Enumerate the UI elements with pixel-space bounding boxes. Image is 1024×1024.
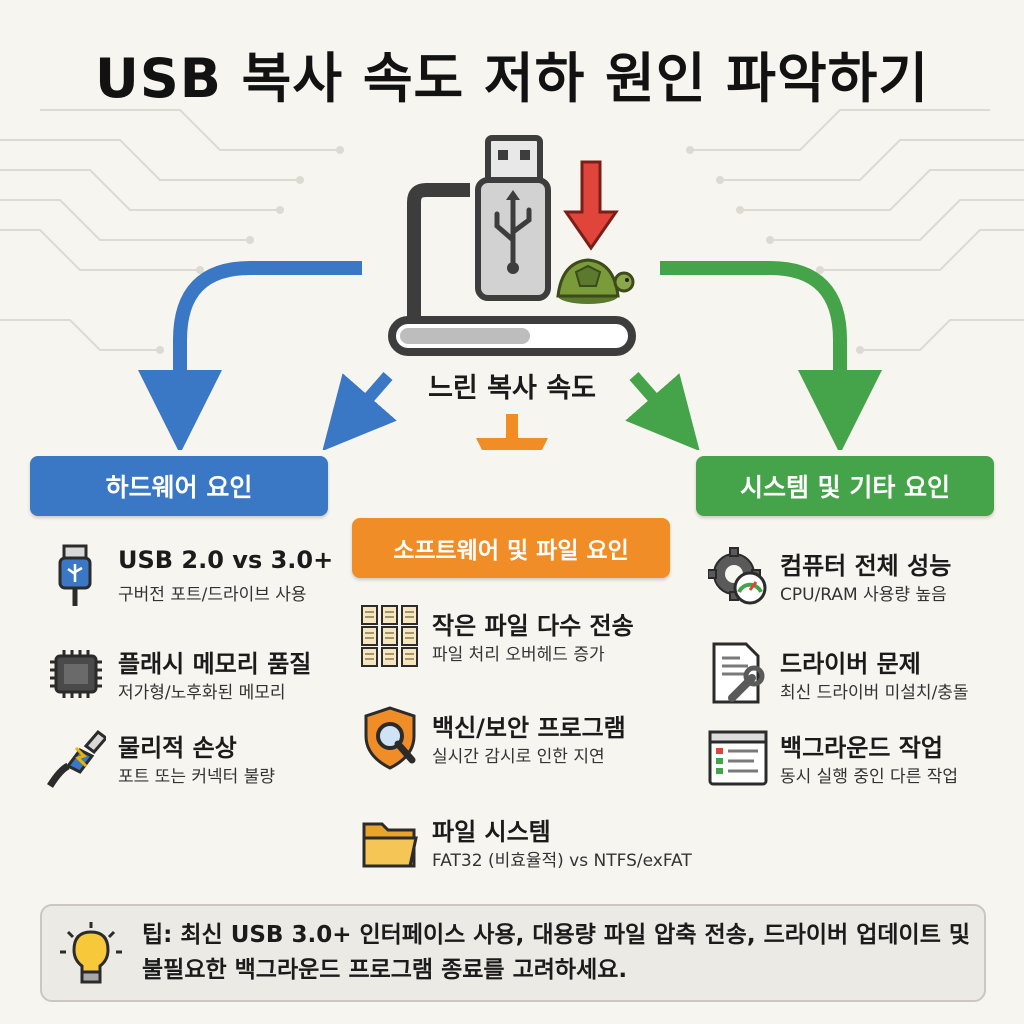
- many-files-icon: [361, 605, 418, 667]
- folder-icon: [362, 822, 418, 868]
- page-title: USB 복사 속도 저하 원인 파악하기: [94, 47, 930, 110]
- document-wrench-icon: [712, 642, 765, 704]
- gear-gauge-icon: [708, 547, 767, 605]
- item-title: 백신/보안 프로그램: [432, 714, 626, 742]
- arrow-to-hardware: [138, 261, 362, 450]
- item-desc: 최신 드라이버 미설치/충돌: [780, 683, 969, 703]
- chip-icon: [50, 650, 102, 698]
- arrow-to-system-inner: [625, 372, 700, 450]
- turtle-icon: [556, 258, 635, 304]
- item-title: 컴퓨터 전체 성능: [780, 552, 952, 580]
- item-desc: 포트 또는 커넥터 불량: [118, 767, 275, 787]
- item-title: USB 2.0 vs 3.0+: [118, 546, 334, 574]
- system-heading: 시스템 및 기타 요인: [696, 456, 994, 516]
- hardware-item-usb: USB 2.0 vs 3.0+ 구버전 포트/드라이브 사용: [46, 544, 376, 620]
- system-item-performance: 컴퓨터 전체 성능 CPU/RAM 사용량 높음: [708, 544, 1024, 620]
- progress-bar-fill: [400, 328, 530, 344]
- item-desc: 구버전 포트/드라이브 사용: [118, 585, 307, 605]
- hardware-item-flash: 플래시 메모리 품질 저가형/노후화된 메모리: [46, 642, 376, 718]
- task-window-icon: [708, 730, 768, 786]
- item-title: 백그라운드 작업: [780, 734, 943, 762]
- laptop-stand: [407, 183, 470, 325]
- system-item-background: 백그라운드 작업 동시 실행 중인 다른 작업: [708, 726, 1024, 802]
- usb-symbol: [494, 197, 532, 269]
- item-title: 파일 시스템: [432, 818, 551, 846]
- software-heading: 소프트웨어 및 파일 요인: [352, 518, 670, 578]
- broken-cable-icon: [47, 729, 106, 788]
- center-label: 느린 복사 속도: [428, 373, 596, 404]
- item-desc: 파일 처리 오버헤드 증가: [432, 645, 605, 665]
- item-title: 드라이버 문제: [780, 650, 921, 678]
- software-item-antivirus: 백신/보안 프로그램 실시간 감시로 인한 지연: [360, 706, 690, 782]
- tip-text: 팁: 최신 USB 3.0+ 인터페이스 사용, 대용량 파일 압축 전송, 드…: [142, 922, 971, 983]
- usb-cable-icon: [58, 544, 92, 606]
- shield-search-icon: [364, 706, 416, 770]
- item-desc: 동시 실행 중인 다른 작업: [780, 767, 959, 787]
- item-desc: CPU/RAM 사용량 높음: [780, 585, 947, 605]
- item-title: 작은 파일 다수 전송: [432, 612, 634, 640]
- item-desc: 저가형/노후화된 메모리: [118, 683, 286, 703]
- item-title: 플래시 메모리 품질: [118, 650, 312, 678]
- usb-connector: [485, 135, 543, 185]
- system-item-driver: 드라이버 문제 최신 드라이버 미설치/충돌: [708, 642, 1024, 718]
- item-desc: 실시간 감시로 인한 지연: [432, 747, 605, 767]
- arrow-to-hardware-inner: [322, 372, 397, 450]
- lightbulb-icon: [60, 922, 122, 984]
- hardware-item-damage: 물리적 손상 포트 또는 커넥터 불량: [46, 726, 376, 802]
- item-desc: FAT32 (비효율적) vs NTFS/exFAT: [432, 851, 692, 871]
- software-item-small-files: 작은 파일 다수 전송 파일 처리 오버헤드 증가: [360, 604, 690, 680]
- central-illustration: [138, 135, 882, 450]
- arrow-to-system: [660, 261, 882, 450]
- item-title: 물리적 손상: [118, 734, 237, 762]
- tip-box: 팁: 최신 USB 3.0+ 인터페이스 사용, 대용량 파일 압축 전송, 드…: [40, 904, 986, 1002]
- hardware-heading: 하드웨어 요인: [30, 456, 328, 516]
- down-arrow-icon: [563, 160, 619, 251]
- software-item-filesystem: 파일 시스템 FAT32 (비효율적) vs NTFS/exFAT: [360, 810, 692, 886]
